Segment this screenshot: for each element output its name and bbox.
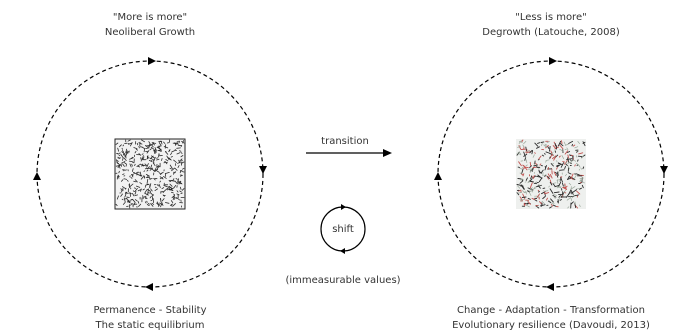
left-cycle-arrow-bottom	[145, 283, 153, 291]
right-bottom-line1: Change - Adaptation - Transformation	[457, 305, 645, 316]
right-cycle-arrow-top	[549, 57, 557, 65]
transition-label: transition	[321, 136, 369, 147]
right-cycle-arrow-bottom	[546, 283, 554, 291]
left-quote: "More is more"	[112, 12, 188, 23]
left-pattern-texture	[115, 139, 185, 209]
right-pattern-texture	[516, 139, 586, 209]
right-quote: "Less is more"	[515, 12, 587, 23]
shift-arrow-bottom	[340, 248, 345, 254]
shift-label: shift	[332, 224, 354, 235]
left-bottom-line2: The static equilibrium	[95, 320, 205, 331]
left-cycle-arrow-top	[148, 57, 156, 65]
right-cycle-arrow-left	[434, 172, 442, 180]
right-cycle-arrow-right	[660, 166, 668, 174]
left-cycle-arrow-left	[33, 172, 41, 180]
immeasurable-values-note: (immeasurable values)	[285, 275, 401, 286]
right-title: Degrowth (Latouche, 2008)	[482, 27, 620, 38]
left-title: Neoliberal Growth	[104, 27, 196, 38]
left-cycle-arrow-right	[259, 166, 267, 174]
transition-arrow-head	[383, 149, 392, 157]
shift-arrow-top	[341, 204, 346, 210]
left-bottom-line1: Permanence - Stability	[93, 305, 207, 316]
right-bottom-line2: Evolutionary resilience (Davoudi, 2013)	[452, 320, 650, 331]
